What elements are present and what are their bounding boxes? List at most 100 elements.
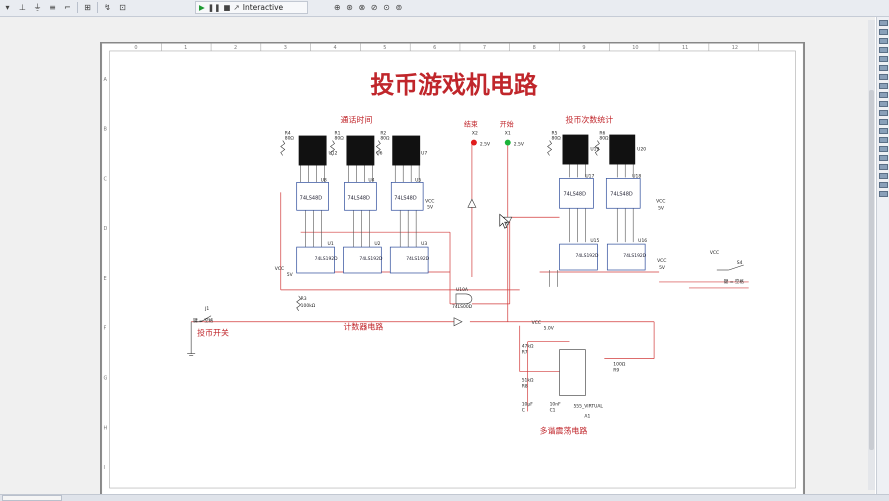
timer-555[interactable]: VCC 5.0V 555_VIRTUAL	[532, 320, 604, 410]
col-label: 8	[533, 45, 536, 51]
vertical-scrollbar-thumb[interactable]	[869, 90, 874, 450]
seven-segment-display-u12[interactable]	[298, 135, 327, 166]
resistor-r4[interactable]: R4 80Ω	[280, 131, 295, 156]
seven-segment-display-u7[interactable]	[392, 135, 421, 166]
vcc-5v-left: 5V	[427, 204, 434, 210]
decoder-u18[interactable]: U18 74LS48D	[605, 173, 641, 209]
col-label: 1	[184, 45, 187, 51]
probe-tool-icon[interactable]: ⊕	[333, 3, 341, 12]
multimeter-icon[interactable]	[879, 20, 888, 26]
col-label: 9	[582, 45, 585, 51]
seven-segment-display-u6[interactable]	[346, 135, 375, 166]
agilent-oscilloscope-icon[interactable]	[879, 164, 888, 170]
switch-s4[interactable]: VCC S4 键 = 空格	[710, 250, 744, 285]
seven-segment-display-u20[interactable]	[609, 134, 636, 165]
stop-icon[interactable]: ■	[223, 3, 231, 12]
frequency-counter-icon[interactable]	[879, 74, 888, 80]
logic-converter-icon[interactable]	[879, 92, 888, 98]
r4-label: R4	[285, 131, 291, 137]
labview-instrument-icon[interactable]	[879, 182, 888, 188]
distortion-analyzer-icon[interactable]	[879, 119, 888, 125]
decoder-u4[interactable]: U4 74LS48D	[344, 177, 377, 211]
col-label: 10	[632, 45, 638, 51]
net-icon[interactable]: ⊞	[84, 3, 91, 12]
row-label: D	[104, 226, 108, 232]
iv-analyzer-icon[interactable]	[879, 110, 888, 116]
probe-icon[interactable]: ↯	[104, 3, 111, 12]
instrument-toolbar: ⊕ ⊛ ⊗ ⊘ ⊙ ⊚	[332, 1, 404, 14]
agilent-generator-icon[interactable]	[879, 146, 888, 152]
r9-value: 100Ω	[613, 362, 626, 368]
col-label: 5	[383, 45, 386, 51]
word-generator-icon[interactable]	[879, 83, 888, 89]
resistor-r8[interactable]: 51kΩ R8	[522, 378, 534, 390]
schematic-sheet[interactable]: 0 1 2 3 4 5 6 7 8 9 10 11 12 A B C D E F…	[100, 42, 805, 497]
power-probe-icon[interactable]: ⊘	[370, 3, 378, 12]
mouse-cursor-icon	[499, 213, 510, 229]
resistor-r5[interactable]: R5 80Ω	[547, 131, 562, 156]
wire-icon[interactable]: ⌐	[64, 3, 71, 12]
current-probe-panel-icon[interactable]	[879, 191, 888, 197]
resistor-r7[interactable]: 47kΩ R7	[522, 344, 534, 356]
r6-label: R6	[599, 131, 605, 137]
sheet-tab[interactable]	[2, 495, 62, 501]
seven-segment-display-u19[interactable]	[562, 134, 589, 165]
counter-u1[interactable]: U1 74LS192D	[296, 241, 338, 274]
voltage-probe-icon[interactable]: ⊛	[346, 3, 353, 12]
select-arrow-icon[interactable]: ▾	[5, 3, 10, 12]
component-icon[interactable]: ⊥	[19, 3, 26, 12]
column-ruler	[161, 43, 759, 51]
decoder-u17[interactable]: U17 74LS48D	[559, 173, 595, 209]
toolbar-left-group: ▾ ⊥ ⏚ ≡ ⌐ ⊞ ↯ ⊡	[2, 1, 128, 14]
u15-part: 74LS192D	[575, 253, 599, 259]
pause-icon[interactable]: ❚❚	[207, 3, 221, 12]
u19-label: U19	[590, 147, 599, 153]
vertical-scrollbar[interactable]	[868, 20, 875, 490]
resistor-r2[interactable]: R2 80Ω	[375, 131, 390, 156]
bus-icon[interactable]: ≡	[49, 3, 56, 12]
four-channel-oscilloscope-icon[interactable]	[879, 56, 888, 62]
resistor-r6[interactable]: R6 80Ω	[594, 131, 609, 156]
resistor-r1[interactable]: R1 80Ω	[330, 131, 345, 156]
timer-vcc-label: VCC	[532, 320, 541, 326]
end-indicator-x2[interactable]: X2 2.5V	[470, 131, 491, 148]
measure-icon[interactable]: ⊡	[119, 3, 126, 12]
coin-switch-j1[interactable]: J1 键 = 空格	[187, 306, 214, 356]
network-analyzer-icon[interactable]	[879, 137, 888, 143]
agilent-multimeter-icon[interactable]	[879, 155, 888, 161]
oscilloscope-icon[interactable]	[879, 47, 888, 53]
sim-mode-label[interactable]: Interactive	[242, 3, 284, 12]
current-probe-icon[interactable]: ⊗	[358, 3, 366, 12]
counter-u16[interactable]: U16 74LS192D	[606, 238, 647, 271]
resistor-r3[interactable]: R3 100kΩ	[296, 295, 316, 311]
play-icon[interactable]: ▶	[199, 3, 205, 12]
spectrum-analyzer-icon[interactable]	[879, 128, 888, 134]
capacitor-c1[interactable]: 10nF C1	[550, 401, 562, 413]
bode-plotter-icon[interactable]	[879, 65, 888, 71]
r4-value: 80Ω	[285, 136, 295, 142]
vcc-label-right-counter: VCC	[657, 258, 666, 264]
u16-label: U16	[638, 238, 647, 244]
wattmeter-icon[interactable]	[879, 38, 888, 44]
tektronix-oscilloscope-icon[interactable]	[879, 173, 888, 179]
start-indicator-x1[interactable]: X1 2.5V	[504, 131, 525, 148]
counter-u3[interactable]: U3 74LS192D	[389, 241, 430, 274]
capacitor-c2[interactable]: 10μF C	[522, 401, 534, 413]
digital-probe-icon[interactable]: ⊙	[383, 3, 390, 12]
nand-gate-u10a[interactable]: U10A 74LS00D	[452, 287, 473, 310]
counter-u15[interactable]: U15 74LS192D	[559, 238, 600, 271]
reference-probe-icon[interactable]: ⊚	[395, 3, 403, 12]
decoder-u5[interactable]: U5 74LS48D	[390, 177, 424, 211]
r7-label: R7	[522, 350, 528, 356]
ground-icon[interactable]: ⏚	[33, 3, 42, 12]
logic-analyzer-icon[interactable]	[879, 101, 888, 107]
u2-part: 74LS192D	[359, 256, 383, 262]
coin-switch-label: 投币开关	[197, 328, 229, 338]
function-generator-icon[interactable]	[879, 29, 888, 35]
col-label: 2	[234, 45, 237, 51]
resistor-r9[interactable]: 100Ω R9	[613, 362, 626, 374]
u3-part: 74LS192D	[406, 256, 430, 262]
row-labels: A B C D E F G H I	[104, 77, 108, 471]
counter-u2[interactable]: U2 74LS192D	[343, 241, 383, 274]
decoder-u8[interactable]: U8 74LS48D	[296, 177, 329, 211]
